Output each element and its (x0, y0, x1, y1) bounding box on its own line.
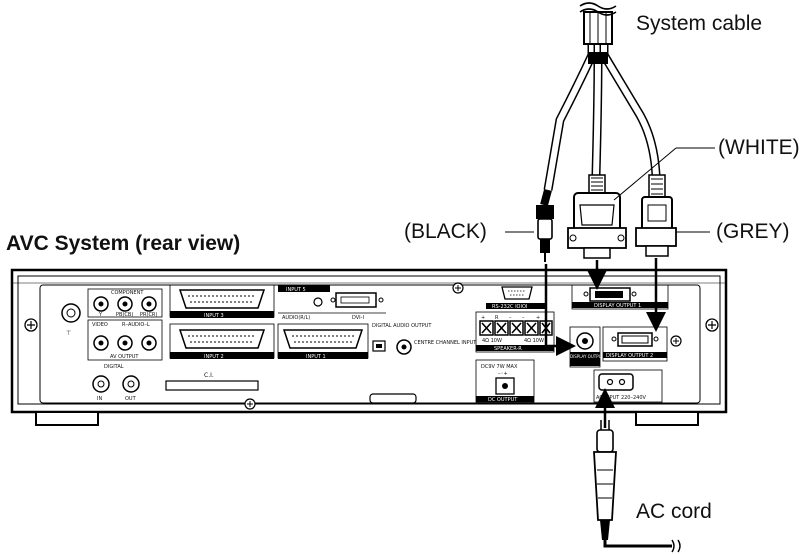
black-plug (536, 188, 554, 262)
svg-text:INPUT 5: INPUT 5 (286, 287, 306, 293)
svg-text:INPUT 2: INPUT 2 (204, 354, 224, 360)
svg-text:VIDEO: VIDEO (92, 322, 108, 328)
rca-jack-pb (117, 296, 133, 312)
svg-text:INPUT 1: INPUT 1 (306, 354, 326, 360)
svg-text:+: + (481, 315, 485, 321)
speaker-terminal-4 (524, 320, 539, 336)
rca-jack-audio-l (141, 335, 157, 351)
centre-channel-input-jack: CENTRE CHANNEL INPUT (396, 339, 477, 355)
digital-in-jack (92, 375, 110, 393)
svg-text:DISPLAY OUTPUT 1: DISPLAY OUTPUT 1 (594, 303, 641, 309)
digital-out-jack (122, 375, 140, 393)
svg-text:INPUT 3: INPUT 3 (204, 313, 224, 319)
svg-text:AUDIO(R/L): AUDIO(R/L) (282, 315, 310, 321)
diagram-title: AVC System (rear view) (6, 232, 241, 255)
svg-text:–: – (522, 315, 525, 321)
screw-icon-right-inner (670, 335, 682, 347)
svg-text:DC OUTPUT: DC OUTPUT (488, 397, 518, 403)
svg-text:CENTRE CHANNEL INPUT: CENTRE CHANNEL INPUT (414, 340, 477, 346)
system-cable (543, 2, 661, 191)
screw-icon-left (24, 318, 38, 332)
speaker-terminal-3 (509, 320, 524, 336)
svg-text:PR(CR): PR(CR) (140, 312, 157, 318)
cable-clip (588, 52, 608, 64)
screw-icon-right (705, 318, 719, 332)
speaker-terminal-1 (479, 320, 494, 336)
svg-text:DC9V 7W MAX: DC9V 7W MAX (481, 364, 518, 370)
right-foot (635, 411, 699, 426)
svg-text:R–AUDIO–L: R–AUDIO–L (122, 322, 150, 328)
svg-text:4Ω 10W: 4Ω 10W (524, 338, 544, 344)
av-output-jacks: VIDEO R–AUDIO–L AV OUTPUT (87, 319, 163, 361)
ci-slot: C.I. (165, 372, 259, 391)
black-plug-label: (BLACK) (404, 220, 487, 243)
svg-text:C.I.: C.I. (204, 372, 214, 379)
scart-input-3: INPUT 3 (169, 284, 275, 319)
grey-plug-label: (GREY) (716, 220, 790, 243)
svg-text:DIGITAL: DIGITAL (104, 364, 124, 370)
svg-text:R: R (495, 315, 499, 321)
input-5-dvi-block: INPUT 5 AUDIO(R/L) DVI-I (278, 285, 386, 321)
svg-text:Y: Y (98, 312, 103, 318)
bottom-slot (369, 393, 417, 404)
svg-text:OUT: OUT (125, 396, 137, 402)
white-plug (567, 174, 627, 259)
arrow-black-to-display-output-3 (544, 264, 576, 356)
system-cable-label: System cable (636, 12, 763, 35)
svg-text:IN: IN (97, 396, 102, 402)
svg-text:DVI-I: DVI-I (352, 315, 364, 321)
display-output-2-port: DISPLAY OUTPUT 2 (602, 326, 668, 362)
white-plug-label: (WHITE) (718, 136, 800, 159)
grey-plug (635, 174, 677, 257)
svg-text:+: + (536, 315, 540, 321)
ac-cord (593, 388, 681, 553)
svg-text:DISPLAY OUTPUT 2: DISPLAY OUTPUT 2 (606, 353, 653, 359)
svg-text:–: – (509, 315, 512, 321)
component-label: COMPONENT (111, 290, 144, 296)
rs232c-port: RS-232C IOIOI (486, 286, 546, 310)
svg-text:–◦+: –◦+ (498, 371, 508, 377)
rca-jack-video (93, 335, 109, 351)
svg-text:PB(CB): PB(CB) (116, 312, 133, 318)
digital-antenna-jacks: DIGITAL IN OUT (92, 364, 140, 402)
scart-input-2: INPUT 2 (169, 323, 275, 360)
screw-icon-top-center (452, 282, 464, 294)
svg-text:AV OUTPUT: AV OUTPUT (110, 354, 139, 360)
svg-text:4Ω 10W: 4Ω 10W (482, 338, 502, 344)
component-inputs: COMPONENT Y PB(CB) PR(CR) (87, 288, 163, 318)
left-foot (35, 411, 99, 426)
display-output-3-port: DISPLAY OUTPUT 3 (569, 326, 608, 368)
display-output-1-port: DISPLAY OUTPUT 1 (571, 284, 669, 310)
rca-jack-pr (141, 296, 157, 312)
svg-text:SPEAKER-R: SPEAKER-R (494, 346, 522, 352)
scart-input-1: INPUT 1 (277, 323, 369, 360)
rca-jack-audio-r (117, 335, 133, 351)
antenna-terminal: ⊤ (61, 303, 81, 337)
svg-text:DIGITAL AUDIO OUTPUT: DIGITAL AUDIO OUTPUT (372, 323, 432, 329)
rca-jack-y (93, 296, 109, 312)
ac-input-socket: AC INPUT 220–240V (593, 369, 663, 403)
svg-text:⊤: ⊤ (66, 330, 71, 337)
leader-white-2 (613, 147, 677, 201)
svg-text:DISPLAY OUTPUT 3: DISPLAY OUTPUT 3 (570, 354, 608, 359)
ac-cord-label: AC cord (636, 500, 712, 523)
screw-icon-bottom-center (244, 398, 256, 410)
dc-output-jack: DC9V 7W MAX –◦+ DC OUTPUT (475, 359, 535, 403)
svg-text:RS-232C IOIOI: RS-232C IOIOI (492, 304, 527, 310)
svg-text:AC INPUT 220–240V: AC INPUT 220–240V (596, 395, 647, 401)
speaker-terminal-2 (494, 320, 509, 336)
digital-audio-output-jack: DIGITAL AUDIO OUTPUT (372, 323, 432, 352)
